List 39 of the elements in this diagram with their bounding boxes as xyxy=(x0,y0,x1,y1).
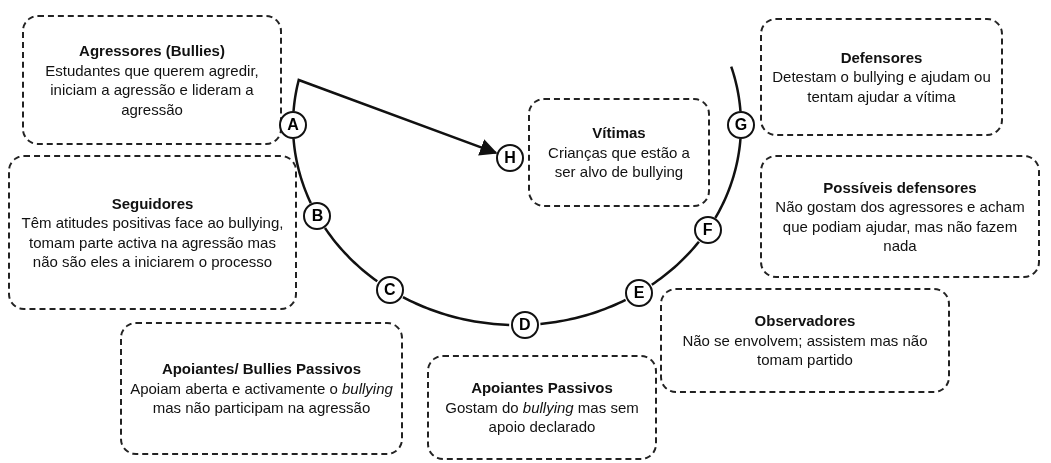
role-description: Detestam o bullying e ajudam ou tentam ajudar a vítima xyxy=(771,67,992,107)
role-title: Vítimas xyxy=(592,123,646,143)
arrow xyxy=(292,78,498,156)
role-description: Não gostam dos agressores e acham que podiam ajudar, mas não fazem nada xyxy=(774,197,1026,256)
role-title: Seguidores xyxy=(111,193,194,213)
role-description: Apoiam aberta e activamente o bullying mas não participam na agressão xyxy=(130,378,393,418)
letter-circle: G xyxy=(727,111,755,139)
role-box xyxy=(660,288,950,393)
role-description: Crianças que estão a ser alvo de bullying xyxy=(547,142,691,182)
role-box xyxy=(760,155,1040,278)
role-title: Observadores xyxy=(754,311,856,331)
arc-line xyxy=(714,138,742,219)
role-box xyxy=(8,155,297,310)
role-box xyxy=(22,15,282,145)
role-title: Agressores (Bullies) xyxy=(79,41,225,61)
letter-circle: D xyxy=(510,310,539,339)
letter-circle: E xyxy=(625,278,653,307)
role-title: Apoiantes/ Bullies Passivos xyxy=(161,359,362,379)
role-box xyxy=(427,355,657,460)
letter-circle: B xyxy=(303,201,332,230)
arc-line xyxy=(323,227,378,283)
arc-line xyxy=(402,296,510,327)
role-title: Possíveis defensores xyxy=(823,177,977,197)
role-description: Gostam do bullying mas sem apoio declarado xyxy=(444,397,640,437)
role-description: Têm atitudes positivas face ao bullying, tomam parte activa na agressão mas não são eles a iniciarem o processo xyxy=(20,213,285,272)
arc-line xyxy=(292,138,312,204)
letter-circle: A xyxy=(279,111,307,139)
letter-circle: H xyxy=(496,144,524,172)
role-title: Apoiantes Passivos xyxy=(471,378,613,398)
arc-line xyxy=(651,240,700,286)
letter-circle: F xyxy=(693,216,722,245)
role-box xyxy=(120,322,403,455)
role-description: Estudantes que querem agredir, iniciam a agressão e lideram a agressão xyxy=(44,60,260,119)
arc-line xyxy=(540,298,627,326)
role-title: Defensores xyxy=(840,47,923,68)
role-box xyxy=(760,18,1003,136)
letter-circle: C xyxy=(375,275,404,304)
role-description: Não se envolvem; assistem mas não tomam partido xyxy=(681,330,929,370)
role-box xyxy=(528,98,710,207)
